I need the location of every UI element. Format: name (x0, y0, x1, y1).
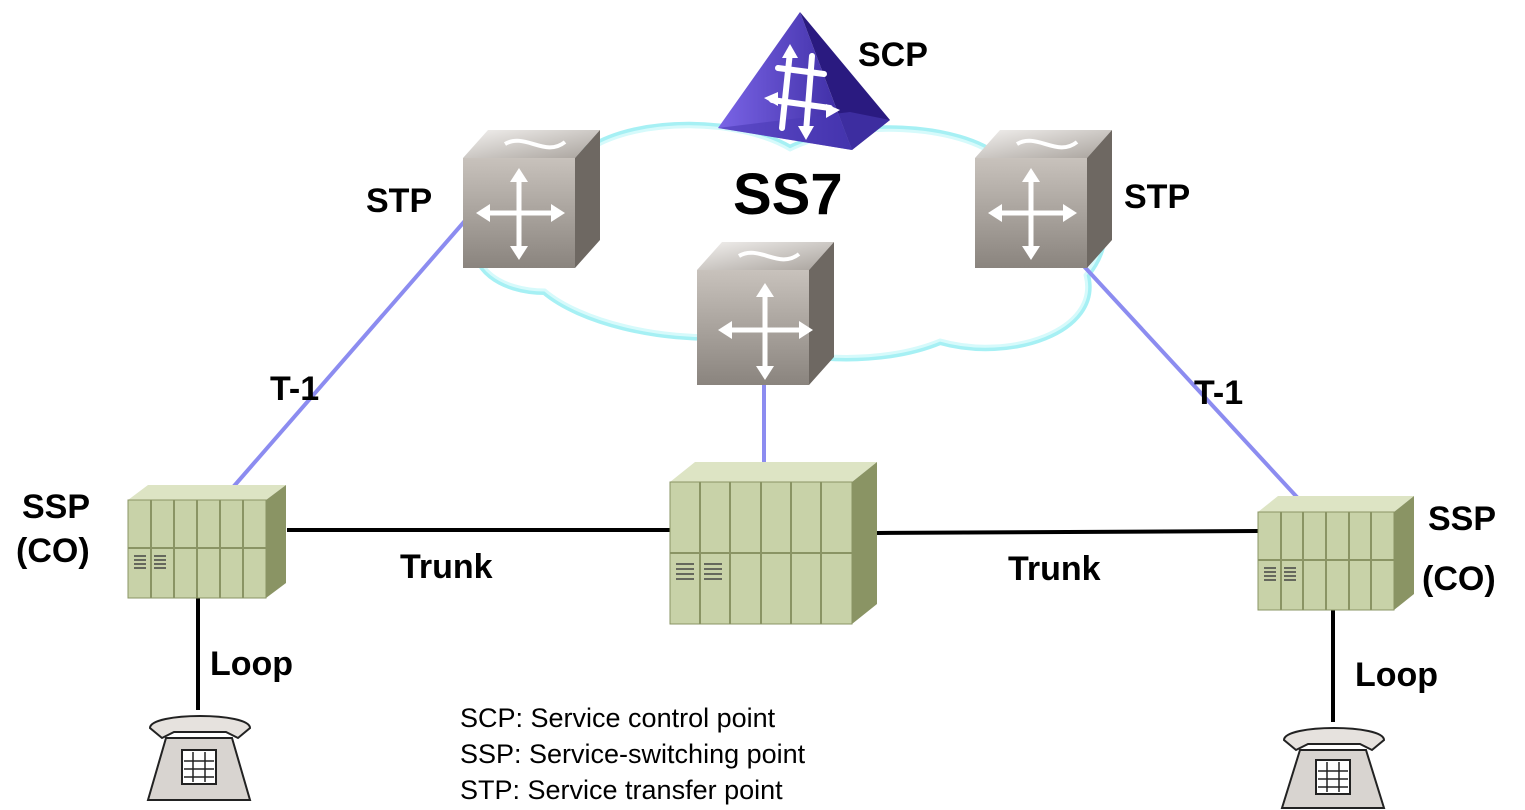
scp-icon (718, 12, 890, 150)
loop-left-label: Loop (210, 645, 294, 683)
t1-link-right (1078, 260, 1309, 510)
loop-right-label: Loop (1355, 656, 1439, 694)
ssp-right-label: SSP (1428, 500, 1497, 538)
stp-right-icon (975, 130, 1112, 268)
trunk-lines (196, 528, 1335, 722)
ssp-right-co-label: (CO) (1422, 560, 1496, 598)
ss7-label: SS7 (733, 162, 843, 227)
legend-item-scp: SCP: Service control point (460, 703, 776, 733)
telephone-left-icon (146, 715, 252, 801)
stp-center-icon (697, 242, 834, 385)
legend-item-ssp: SSP: Service-switching point (460, 739, 806, 769)
stp-left-icon (463, 130, 600, 268)
central-switch-icon (669, 462, 877, 625)
trunk-right-line (876, 529, 1259, 535)
legend-item-stp: STP: Service transfer point (460, 775, 783, 805)
stp-left-label: STP (366, 182, 433, 220)
ssp-left-icon (127, 485, 286, 599)
t1-right-label: T-1 (1194, 374, 1244, 412)
signalling-links (226, 213, 1309, 510)
telephone-right-icon (1280, 727, 1386, 809)
ssp-left-co-label: (CO) (16, 532, 90, 570)
stp-right-label: STP (1124, 178, 1191, 216)
ssp-left-label: SSP (22, 488, 91, 526)
trunk-right-label: Trunk (1008, 550, 1101, 588)
legend: SCP: Service control point SSP: Service-… (460, 700, 805, 808)
trunk-left-label: Trunk (400, 548, 493, 586)
t1-left-label: T-1 (270, 370, 320, 408)
t1-link-left (226, 213, 472, 495)
ssp-right-icon (1257, 496, 1414, 611)
scp-label: SCP (858, 36, 928, 74)
